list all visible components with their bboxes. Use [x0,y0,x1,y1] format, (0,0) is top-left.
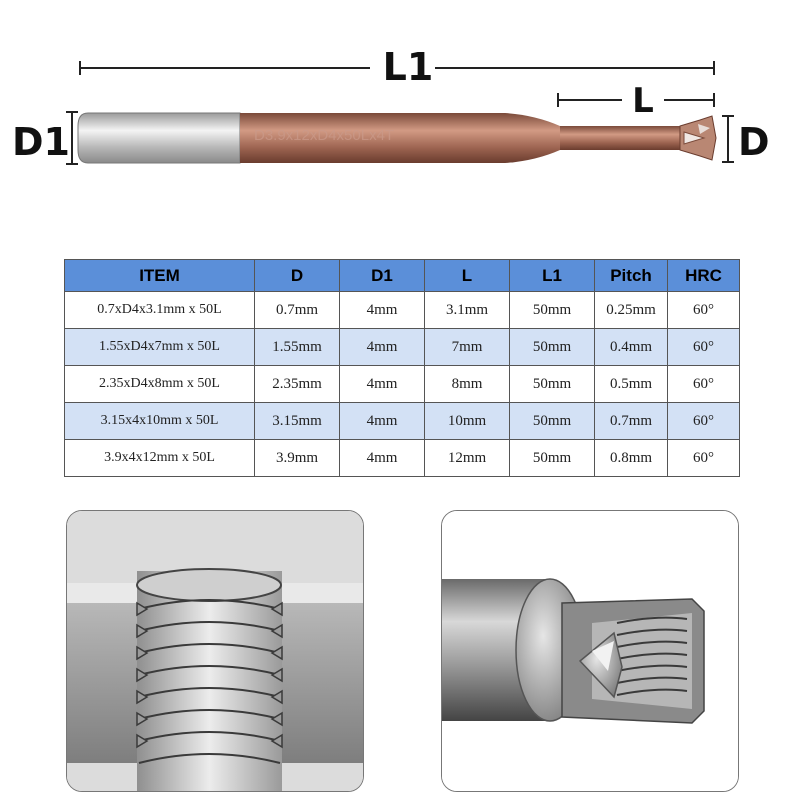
header-pitch: Pitch [594,259,668,292]
header-l1: L1 [509,259,595,292]
cell-hrc: 60° [667,291,740,329]
header-hrc: HRC [667,259,740,292]
tool-shank [77,112,241,164]
d1-dimension: D1 [12,111,78,165]
table-header-row: ITEM D D1 L L1 Pitch HRC [64,259,740,292]
d-label: D [738,120,770,164]
cell-pitch: 0.5mm [594,365,668,403]
cell-l: 12mm [424,439,510,477]
d-dimension: D [722,115,770,164]
header-item: ITEM [64,259,255,292]
cell-l1: 50mm [509,365,595,403]
cell-d1: 4mm [339,439,425,477]
cell-item: 2.35xD4x8mm x 50L [64,365,255,403]
cell-l: 10mm [424,402,510,440]
cell-d1: 4mm [339,328,425,366]
cell-item: 3.9x4x12mm x 50L [64,439,255,477]
thread-milling-tool-icon [442,511,738,791]
table-row: 3.15x4x10mm x 50L 3.15mm 4mm 10mm 50mm 0… [64,402,740,440]
cell-d: 2.35mm [254,365,340,403]
threaded-hole-panel [66,510,364,792]
cell-hrc: 60° [667,439,740,477]
threaded-hole-section-icon [67,511,363,791]
cell-item: 0.7xD4x3.1mm x 50L [64,291,255,329]
cell-l1: 50mm [509,439,595,477]
tool-coated-body [240,113,505,163]
cell-hrc: 60° [667,328,740,366]
l1-label: L1 [383,45,434,89]
table-row: 0.7xD4x3.1mm x 50L 0.7mm 4mm 3.1mm 50mm … [64,291,740,329]
cell-l1: 50mm [509,291,595,329]
table-row: 2.35xD4x8mm x 50L 2.35mm 4mm 8mm 50mm 0.… [64,365,740,403]
cell-d1: 4mm [339,291,425,329]
cell-l1: 50mm [509,402,595,440]
cell-d: 0.7mm [254,291,340,329]
cell-d: 3.9mm [254,439,340,477]
cell-pitch: 0.4mm [594,328,668,366]
thread-milling-panel [441,510,739,792]
header-d: D [254,259,340,292]
header-d1: D1 [339,259,425,292]
spec-table: ITEM D D1 L L1 Pitch HRC 0.7xD4x3.1mm x … [64,259,740,477]
cell-l: 8mm [424,365,510,403]
l1-dimension: L1 [79,45,715,89]
cell-hrc: 60° [667,402,740,440]
cell-l: 7mm [424,328,510,366]
tool-taper [505,113,560,163]
cell-l1: 50mm [509,328,595,366]
cell-d: 1.55mm [254,328,340,366]
table-row: 1.55xD4x7mm x 50L 1.55mm 4mm 7mm 50mm 0.… [64,328,740,366]
d1-label: D1 [12,120,70,164]
cell-item: 1.55xD4x7mm x 50L [64,328,255,366]
cell-pitch: 0.7mm [594,402,668,440]
cell-d1: 4mm [339,365,425,403]
cell-d1: 4mm [339,402,425,440]
cell-pitch: 0.8mm [594,439,668,477]
cell-hrc: 60° [667,365,740,403]
header-l: L [424,259,510,292]
tool-engraving: D3.9x12xD4x50Lx4T [254,127,394,144]
cell-item: 3.15x4x10mm x 50L [64,402,255,440]
cell-d: 3.15mm [254,402,340,440]
cell-l: 3.1mm [424,291,510,329]
cell-pitch: 0.25mm [594,291,668,329]
l-label: L [632,81,654,121]
l-dimension: L [557,81,715,121]
tool-neck [560,126,680,150]
tool-dimension-figure: L1 L D1 D3.9x12xD4x50Lx4T D [12,45,770,165]
table-row: 3.9x4x12mm x 50L 3.9mm 4mm 12mm 50mm 0.8… [64,439,740,477]
